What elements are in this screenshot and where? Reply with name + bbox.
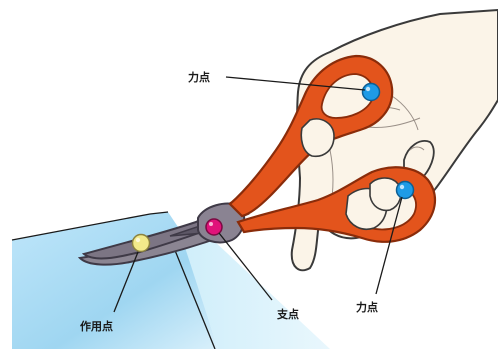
load-label: 作用点: [80, 319, 113, 333]
fulcrum-label: 支点: [276, 307, 299, 321]
effort-point-top-marker: [363, 84, 380, 101]
fulcrum-marker: [206, 219, 222, 235]
load-point-marker: [133, 235, 150, 252]
effort-label-right: 力点: [356, 300, 378, 314]
effort-label-top: 力点: [188, 70, 210, 84]
effort-point-right-marker: [397, 182, 414, 199]
